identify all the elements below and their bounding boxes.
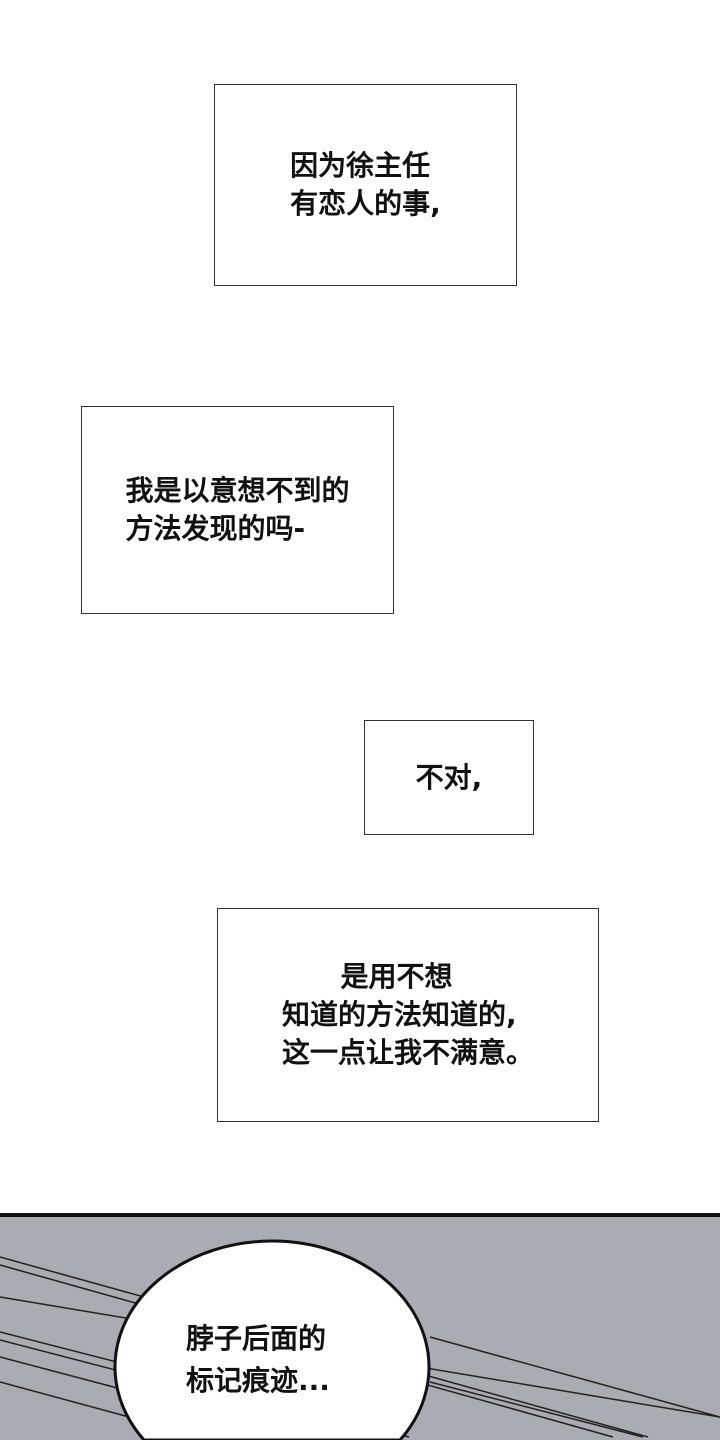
comic-panel [0,1213,720,1440]
caption-box-4: 是用不想 知道的方法知道的, 这一点让我不满意。 [217,908,599,1122]
caption-box-2: 我是以意想不到的 方法发现的吗- [81,406,394,614]
speed-lines [0,1239,720,1440]
caption-text: 不对, [415,760,483,794]
caption-box-1: 因为徐主任 有恋人的事, [214,84,517,286]
speech-bubble-text: 脖子后面的 标记痕迹... [186,1322,330,1397]
caption-text: 是用不想 知道的方法知道的, 这一点让我不满意。 [281,960,534,1069]
caption-text: 因为徐主任 有恋人的事, [290,149,441,220]
caption-box-3: 不对, [364,720,534,835]
speech-bubble [113,1239,431,1440]
caption-text: 我是以意想不到的 方法发现的吗- [125,474,350,545]
